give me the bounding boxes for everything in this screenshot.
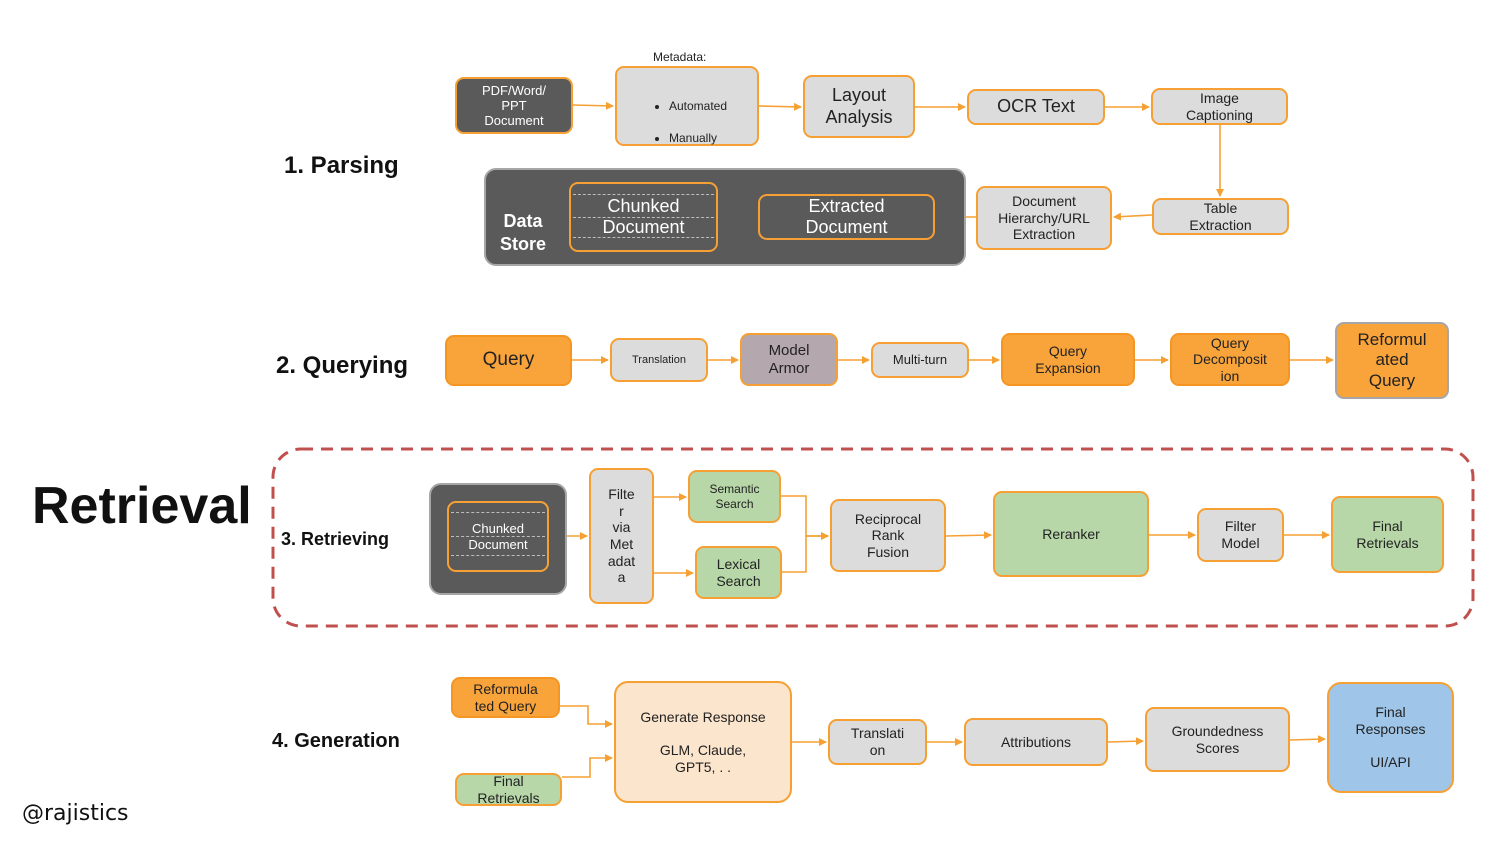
- edge-groundedness-final: [1289, 735, 1326, 744]
- node-reformulated-query: Reformul ated Query: [1335, 322, 1449, 399]
- chunk-divider: [451, 555, 545, 556]
- chunk-divider: [451, 512, 545, 513]
- section-label-parsing: 1. Parsing: [284, 152, 399, 179]
- node-final-responses: Final Responses UI/API: [1327, 682, 1454, 793]
- node-query-expansion: Query Expansion: [1001, 333, 1135, 386]
- node-table-extraction: Table Extraction: [1152, 198, 1289, 235]
- section-label-querying: 2. Querying: [276, 352, 409, 379]
- node-model-armor: Model Armor: [740, 333, 838, 386]
- data-store-container: Data Store: [484, 168, 966, 266]
- node-generate-response: Generate Response GLM, Claude, GPT5, . .: [614, 681, 792, 803]
- node-ocr-text: OCR Text: [967, 89, 1105, 125]
- node-semantic-search: Semantic Search: [688, 470, 781, 523]
- node-groundedness-scores: Groundedness Scores: [1145, 707, 1290, 772]
- node-image-captioning: Image Captioning: [1151, 88, 1288, 125]
- node-retrieval-chunked: Chunked Document: [447, 501, 549, 572]
- node-reciprocal-rank-fusion: Reciprocal Rank Fusion: [830, 499, 946, 572]
- node-gen-translation: Translati on: [828, 719, 927, 765]
- metadata-title: Metadata:: [652, 50, 707, 65]
- edge-attributions-groundedness: [1107, 737, 1144, 746]
- node-query-decomposition: Query Decomposit ion: [1170, 333, 1290, 386]
- footer-handle: @rajistics: [22, 801, 129, 826]
- node-layout-analysis: Layout Analysis: [803, 75, 915, 138]
- node-attributions: Attributions: [964, 718, 1108, 766]
- node-lexical-search: Lexical Search: [695, 546, 782, 599]
- edge-pdf-metadata: [572, 101, 614, 110]
- node-extracted-document: Extracted Document: [758, 194, 935, 240]
- edge-metadata-layout: [758, 102, 802, 111]
- node-reranker: Reranker: [993, 491, 1149, 577]
- node-filter-model: Filter Model: [1197, 508, 1284, 562]
- chunk-divider: [573, 194, 714, 195]
- node-multi-turn: Multi-turn: [871, 342, 969, 378]
- section-label-retrieving: 3. Retrieving: [281, 529, 390, 549]
- node-final-retrievals: Final Retrievals: [1331, 496, 1444, 573]
- node-chunked-document: Chunked Document: [569, 182, 718, 252]
- retrieval-chunked-label: Chunked Document: [468, 521, 528, 552]
- section-label-generation: 4. Generation: [272, 730, 400, 752]
- edge-final-generate: [562, 754, 613, 778]
- metadata-item-manually: Manually: [669, 130, 727, 146]
- node-gen-final-retrievals: Final Retrievals: [455, 773, 562, 806]
- node-query: Query: [445, 335, 572, 386]
- edge-lexical-rrf: [782, 532, 829, 573]
- chunk-divider: [451, 536, 545, 537]
- edge-table-hierarchy: [1113, 212, 1153, 221]
- chunk-divider: [573, 237, 714, 238]
- node-gen-reformulated-query: Reformula ted Query: [451, 677, 560, 718]
- edge-semantic-rrf: [781, 495, 829, 540]
- edge-reformulated-generate: [560, 705, 613, 728]
- data-store-label: Data Store: [500, 211, 547, 254]
- chunk-divider: [573, 217, 714, 218]
- chunked-document-label: Chunked Document: [602, 195, 685, 237]
- node-translation: Translation: [610, 338, 708, 382]
- page-title: Retrieval: [32, 477, 252, 535]
- metadata-item-automated: Automated: [669, 98, 727, 114]
- node-filter-metadata: Filte r via Met adat a: [589, 468, 654, 604]
- node-pdf-document: PDF/Word/ PPT Document: [455, 77, 573, 134]
- node-metadata: Metadata: Automated Manually: [615, 50, 759, 146]
- edge-rrf-reranker: [945, 531, 992, 540]
- node-document-hierarchy: Document Hierarchy/URL Extraction: [976, 186, 1112, 250]
